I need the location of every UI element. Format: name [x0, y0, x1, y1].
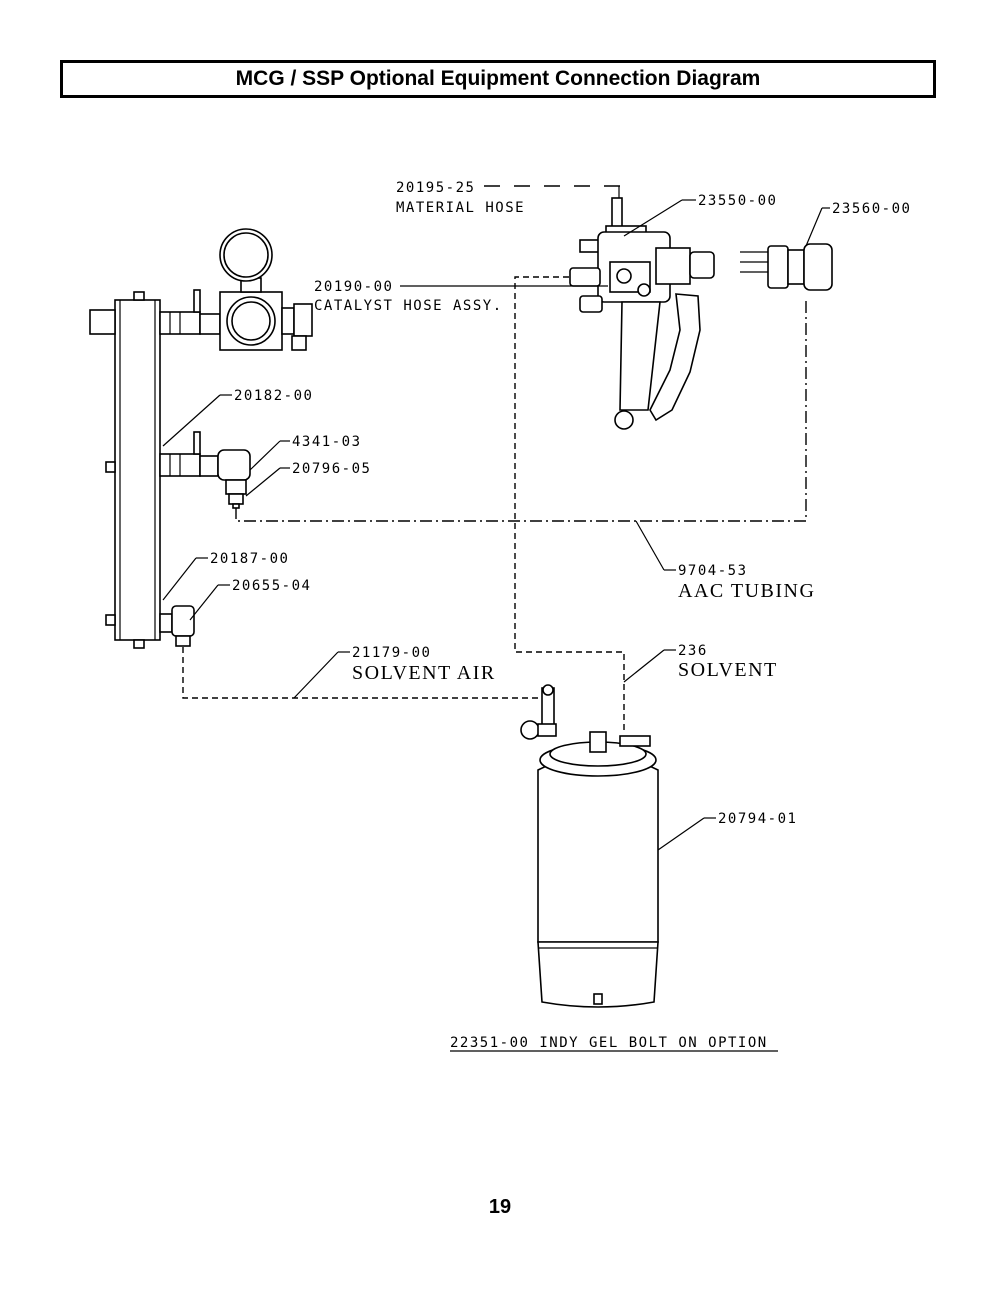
label-elbow: 4341-03: [292, 434, 362, 450]
spray-gun: [569, 197, 715, 430]
label-aac-num: 9704-53: [678, 563, 748, 579]
label-catalyst-num: 20190-00: [314, 279, 393, 295]
label-manifold-lower: 20187-00: [210, 551, 289, 567]
label-gun: 23550-00: [698, 193, 777, 209]
label-fitting-a: 20796-05: [292, 461, 371, 477]
aac-tubing-line: [235, 300, 807, 522]
diagram-title: MCG / SSP Optional Equipment Connection …: [60, 60, 936, 98]
label-solvent-air-text: SOLVENT AIR: [352, 662, 496, 684]
page-number: 19: [488, 1196, 512, 1218]
leader-lines: [162, 199, 830, 1052]
option-caption: 22351-00 INDY GEL BOLT ON OPTION: [450, 1035, 768, 1051]
label-manifold: 20182-00: [234, 388, 313, 404]
label-tank: 20794-01: [718, 811, 797, 827]
manifold-assembly: [89, 228, 313, 649]
label-material-hose-text: MATERIAL HOSE: [396, 200, 525, 216]
label-solvent-air-num: 21179-00: [352, 645, 431, 661]
label-catalyst-text: CATALYST HOSE ASSY.: [314, 298, 503, 314]
pressure-tank: [520, 684, 659, 1008]
label-solvent-text: SOLVENT: [678, 659, 778, 681]
label-nozzle: 23560-00: [832, 201, 911, 217]
label-fitting-b: 20655-04: [232, 578, 311, 594]
label-material-hose-num: 20195-25: [396, 180, 475, 196]
nozzle-assembly: [740, 243, 833, 291]
solvent-line: [514, 276, 625, 730]
label-solvent-num: 236: [678, 643, 708, 659]
label-aac-text: AAC TUBING: [678, 580, 815, 602]
